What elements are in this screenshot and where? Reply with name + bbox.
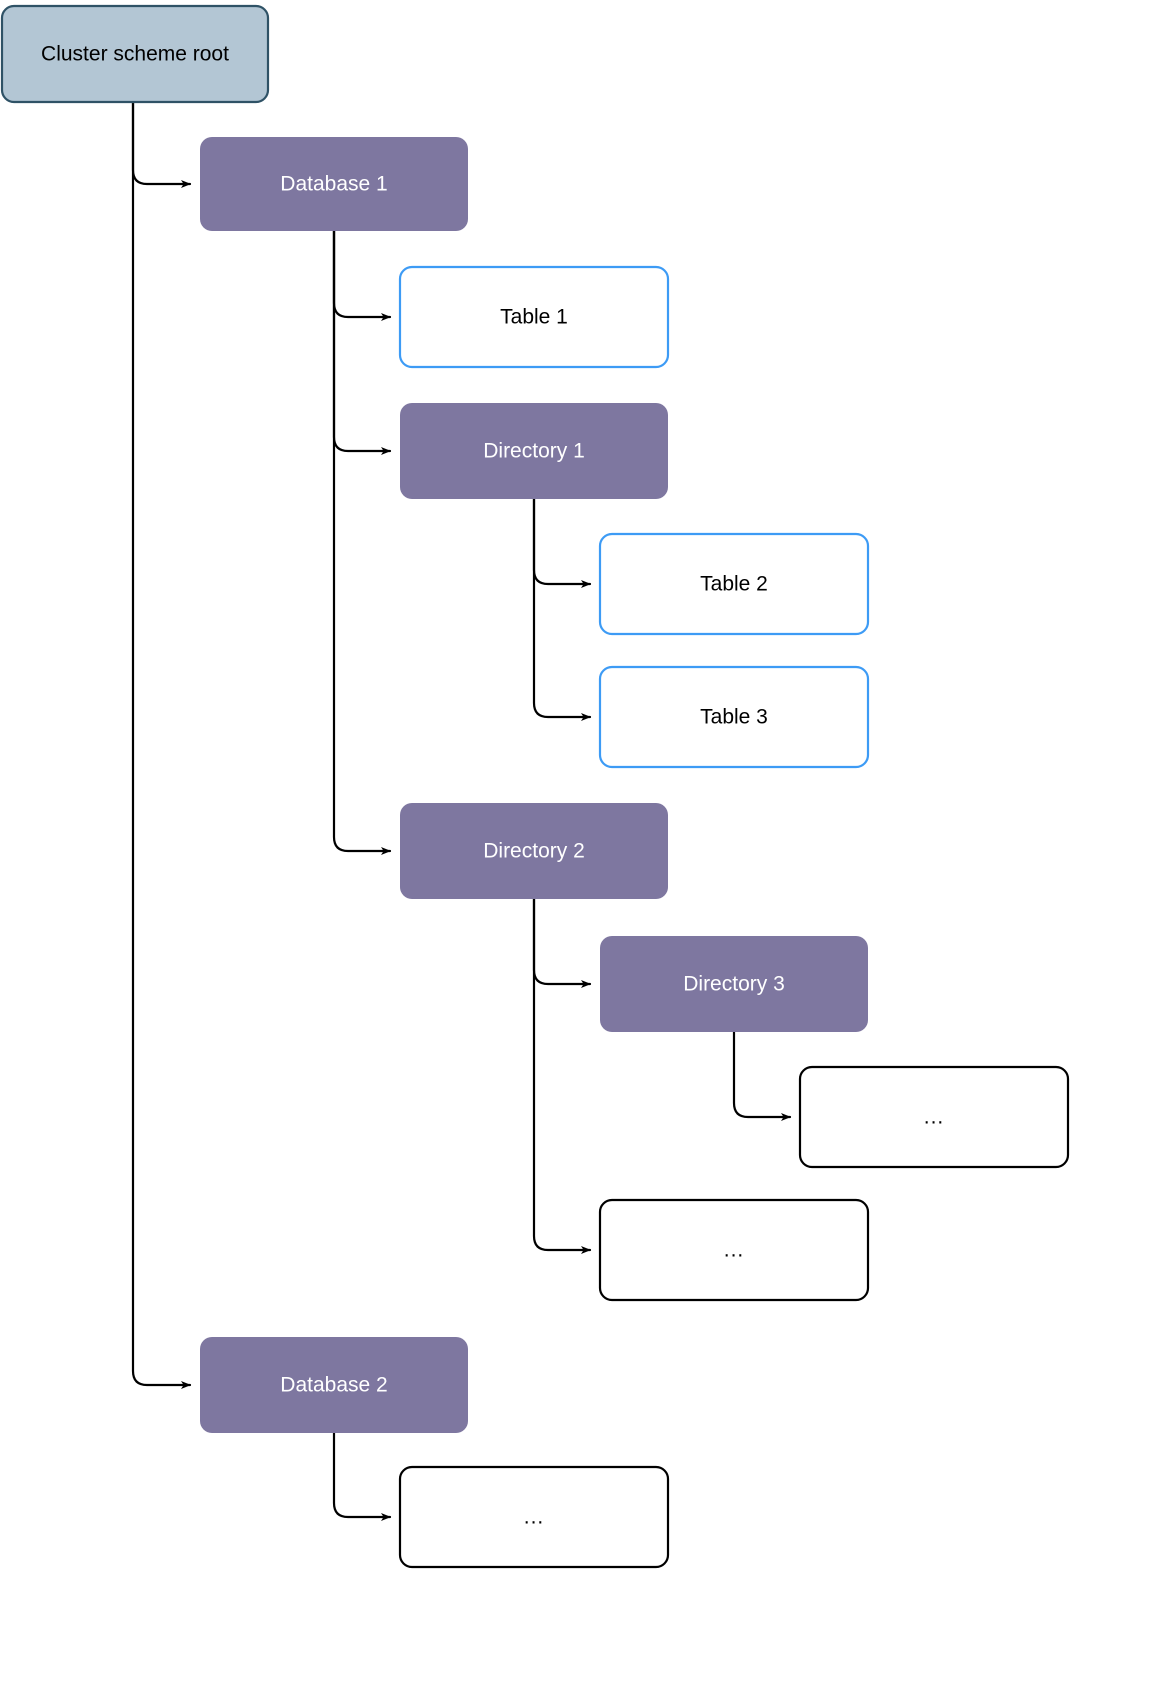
node-label-directory-2: Directory 2 <box>483 840 585 863</box>
node-label-database-1: Database 1 <box>280 173 387 196</box>
node-label-directory-1: Directory 1 <box>483 440 585 463</box>
node-directory-2[interactable]: Directory 2 <box>400 803 668 899</box>
node-table-2[interactable]: Table 2 <box>598 532 870 636</box>
node-box-placeholder-2[interactable] <box>598 1198 870 1302</box>
node-label-table-1: Table 1 <box>500 306 568 329</box>
edge-directory-2-placeholder-2 <box>532 897 592 1254</box>
node-label-table-2: Table 2 <box>700 573 768 596</box>
node-label-placeholder-3: ... <box>524 1506 545 1529</box>
node-placeholder-3[interactable]: ... <box>398 1465 670 1569</box>
node-box-directory-1[interactable] <box>400 403 668 499</box>
edge-database-1-directory-2 <box>332 229 392 855</box>
edge-root-database-2 <box>131 100 192 1389</box>
node-box-database-2[interactable] <box>200 1337 468 1433</box>
node-box-placeholder-3[interactable] <box>398 1465 670 1569</box>
edge-directory-1-table-3 <box>532 497 592 721</box>
node-label-placeholder-2: ... <box>724 1239 745 1262</box>
node-label-table-3: Table 3 <box>700 706 768 729</box>
edges-layer <box>131 100 792 1521</box>
node-table-3[interactable]: Table 3 <box>598 665 870 769</box>
node-label-root: Cluster scheme root <box>41 43 229 66</box>
node-placeholder-1[interactable]: ... <box>798 1065 1070 1169</box>
node-box-root[interactable] <box>0 4 270 104</box>
node-box-database-1[interactable] <box>200 137 468 231</box>
node-box-directory-2[interactable] <box>400 803 668 899</box>
edge-database-1-directory-1 <box>332 229 392 455</box>
node-directory-1[interactable]: Directory 1 <box>400 403 668 499</box>
node-root[interactable]: Cluster scheme root <box>0 4 270 104</box>
edge-root-database-1 <box>131 100 192 188</box>
node-table-1[interactable]: Table 1 <box>398 265 670 369</box>
node-box-table-2[interactable] <box>598 532 870 636</box>
node-placeholder-2[interactable]: ... <box>598 1198 870 1302</box>
node-database-2[interactable]: Database 2 <box>200 1337 468 1433</box>
node-label-placeholder-1: ... <box>924 1106 945 1129</box>
node-directory-3[interactable]: Directory 3 <box>600 936 868 1032</box>
edge-directory-2-directory-3 <box>532 897 592 988</box>
node-box-directory-3[interactable] <box>600 936 868 1032</box>
edge-directory-1-table-2 <box>532 497 592 588</box>
node-label-database-2: Database 2 <box>280 1374 387 1397</box>
node-database-1[interactable]: Database 1 <box>200 137 468 231</box>
edge-database-2-placeholder-3 <box>332 1431 392 1521</box>
edge-directory-3-placeholder-1 <box>732 1030 792 1121</box>
edge-database-1-table-1 <box>332 229 392 321</box>
node-label-directory-3: Directory 3 <box>683 973 785 996</box>
node-box-table-1[interactable] <box>398 265 670 369</box>
node-box-placeholder-1[interactable] <box>798 1065 1070 1169</box>
node-box-table-3[interactable] <box>598 665 870 769</box>
